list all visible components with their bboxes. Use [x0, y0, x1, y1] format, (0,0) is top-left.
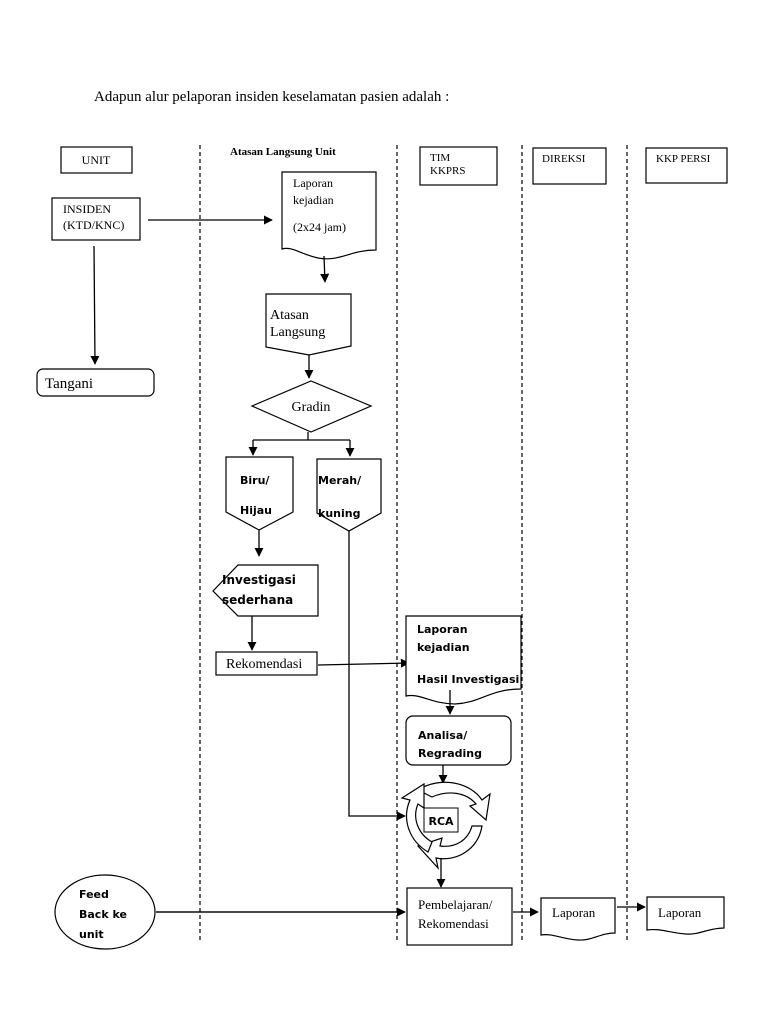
svg-text:Rekomendasi: Rekomendasi — [226, 657, 302, 672]
svg-text:KKPRS: KKPRS — [430, 165, 465, 177]
svg-text:Tangani: Tangani — [45, 376, 93, 392]
svg-text:KKP PERSI: KKP PERSI — [656, 153, 711, 165]
rekomendasi-box: Rekomendasi — [215, 651, 318, 676]
svg-text:INSIDEN: INSIDEN — [63, 202, 111, 216]
svg-text:Pembelajaran/: Pembelajaran/ — [418, 897, 493, 912]
cycle-arrow-icon — [416, 781, 491, 822]
svg-text:Back ke: Back ke — [79, 908, 127, 921]
arrow — [320, 255, 330, 283]
svg-text:Rekomendasi: Rekomendasi — [418, 916, 489, 931]
svg-text:(KTD/KNC): (KTD/KNC) — [63, 218, 124, 232]
svg-text:Langsung: Langsung — [270, 325, 325, 340]
svg-text:kejadian: kejadian — [417, 641, 470, 654]
atasan-langsung-shape: Atasan Langsung — [265, 293, 352, 356]
svg-text:Merah/: Merah/ — [318, 474, 362, 487]
laporan-kkp-document: Laporan — [646, 896, 725, 935]
laporan-kejadian-document: Laporan kejadian (2x24 jam) — [281, 171, 377, 260]
svg-text:Feed: Feed — [79, 888, 109, 901]
svg-text:Laporan: Laporan — [417, 623, 468, 636]
svg-text:Regrading: Regrading — [418, 747, 482, 760]
svg-text:Analisa/: Analisa/ — [418, 729, 468, 742]
biru-hijau-shape: Biru/ Hijau — [225, 456, 294, 531]
cycle-arrow-icon — [416, 825, 483, 871]
svg-text:Laporan: Laporan — [658, 905, 702, 920]
laporan-hasil-investigasi-document: Laporan kejadian Hasil Investigasi — [405, 615, 522, 705]
lane-header-tim-kkprs: TIM KKPRS — [419, 146, 498, 186]
arrow — [317, 658, 410, 668]
analisa-regrading-box: Analisa/ Regrading — [405, 715, 512, 766]
svg-text:Biru/: Biru/ — [240, 474, 270, 487]
laporan-direksi-document: Laporan — [540, 897, 616, 941]
lane-header-unit: UNIT — [60, 146, 133, 174]
investigasi-sederhana-shape: Investigasi sederhana — [212, 564, 319, 617]
svg-text:Atasan: Atasan — [270, 308, 309, 323]
svg-text:TIM: TIM — [430, 152, 450, 164]
svg-text:unit: unit — [79, 928, 104, 941]
arrow — [348, 531, 406, 821]
svg-text:RCA: RCA — [428, 815, 454, 828]
pembelajaran-rekomendasi-box: Pembelajaran/ Rekomendasi — [406, 887, 513, 946]
svg-text:DIREKSI: DIREKSI — [542, 153, 586, 165]
feedback-ellipse: Feed Back ke unit — [54, 874, 156, 950]
lane-header-atasan: Atasan Langsung Unit — [230, 146, 336, 158]
svg-text:Hasil Investigasi: Hasil Investigasi — [417, 673, 519, 686]
cycle-arrow-icon — [400, 782, 433, 853]
lane-header-direksi: DIREKSI — [532, 147, 607, 185]
svg-text:kuning: kuning — [318, 507, 360, 520]
gradin-decision: Gradin — [250, 380, 373, 433]
svg-text:(2x24 jam): (2x24 jam) — [293, 220, 346, 234]
merah-kuning-shape: Merah/ kuning — [316, 458, 382, 532]
intro-text: Adapun alur pelaporan insiden keselamata… — [94, 89, 449, 105]
arrow — [90, 245, 100, 365]
svg-text:Hijau: Hijau — [240, 504, 272, 517]
rca-cycle: RCA — [400, 781, 491, 871]
svg-text:sederhana: sederhana — [222, 593, 293, 607]
tangani-box: Tangani — [36, 368, 155, 397]
lane-header-kkp-persi: KKP PERSI — [645, 147, 728, 184]
svg-text:Laporan: Laporan — [552, 905, 596, 920]
svg-text:Laporan: Laporan — [293, 176, 333, 190]
svg-text:Investigasi: Investigasi — [222, 573, 296, 587]
svg-text:UNIT: UNIT — [82, 153, 111, 167]
svg-text:kejadian: kejadian — [293, 193, 334, 207]
svg-text:Gradin: Gradin — [292, 400, 331, 415]
insiden-box: INSIDEN (KTD/KNC) — [51, 197, 141, 241]
